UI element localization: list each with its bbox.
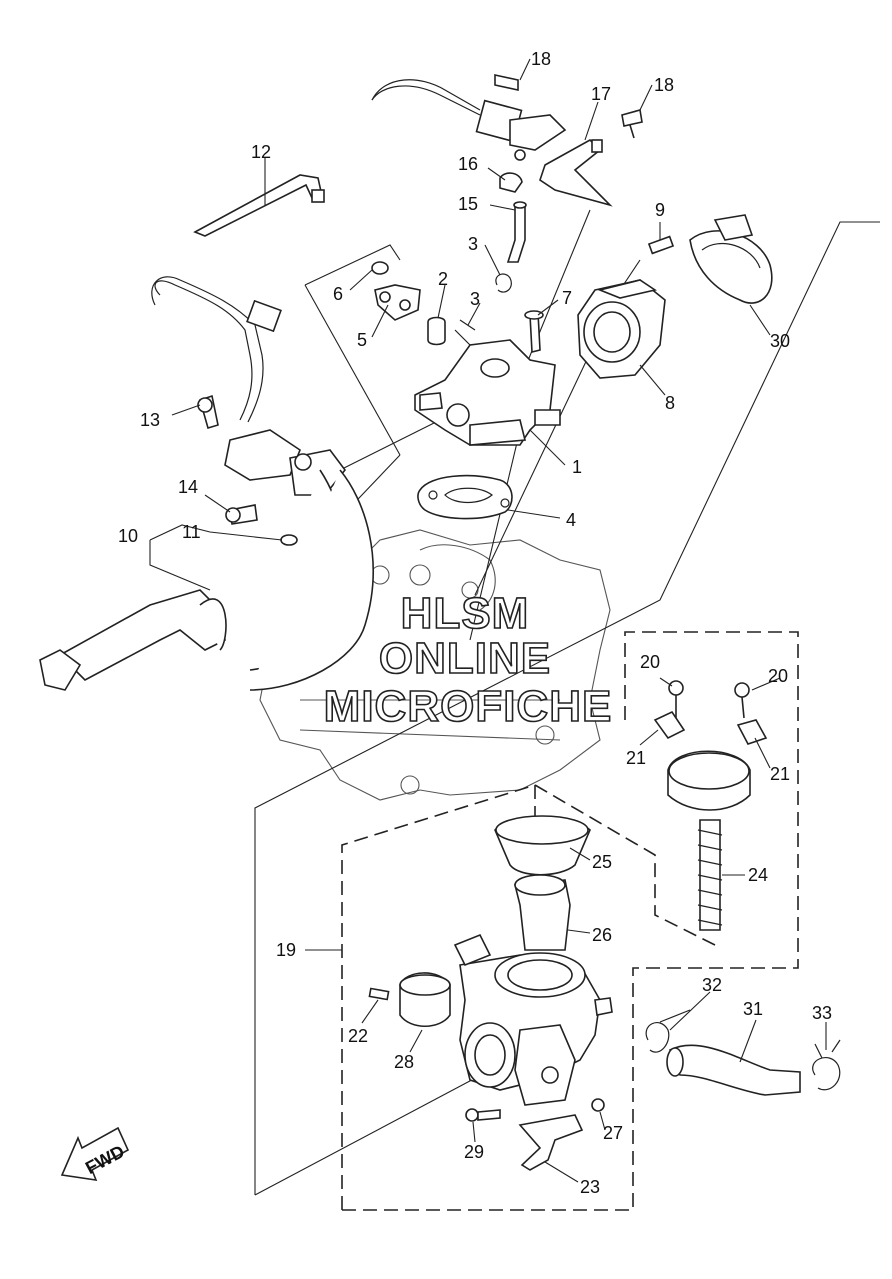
callout-23: 23: [580, 1177, 600, 1197]
watermark: HLSM ONLINE MICROFICHE: [323, 588, 613, 732]
callout-3: 3: [470, 289, 480, 309]
callout-18: 18: [531, 49, 551, 69]
callout-11: 11: [182, 522, 201, 542]
cable-tie: [193, 174, 325, 237]
callout-21: 21: [770, 764, 790, 784]
diaphragm-parts: [494, 680, 768, 951]
callout-4: 4: [566, 510, 576, 530]
callout-5: 5: [357, 330, 367, 350]
callout-27: 27: [603, 1123, 623, 1143]
callout-31: 31: [743, 999, 763, 1019]
callout-20: 20: [768, 666, 788, 686]
gasket: [417, 474, 513, 520]
callout-20: 20: [640, 652, 660, 672]
callout-19: 19: [276, 940, 296, 960]
callout-24: 24: [748, 865, 768, 885]
callout-leaders: [149, 58, 827, 1183]
callout-15: 15: [458, 194, 478, 214]
callout-12: 12: [251, 142, 271, 162]
callout-33: 33: [812, 1003, 832, 1023]
watermark-line-3: MICROFICHE: [324, 682, 613, 731]
callout-22: 22: [348, 1026, 368, 1046]
vacuum-hose: [454, 201, 527, 346]
throttle-body: [368, 933, 613, 1171]
callout-13: 13: [140, 410, 160, 430]
callout-2: 2: [438, 269, 448, 289]
intake-manifold: [371, 261, 561, 446]
callout-17: 17: [591, 84, 611, 104]
callout-18: 18: [654, 75, 674, 95]
callout-labels: 1 2 3 3 4 5 6 7 8 9 10 11 12 13 14 15 16…: [118, 49, 832, 1197]
callout-14: 14: [178, 477, 198, 497]
callout-28: 28: [394, 1052, 414, 1072]
callout-7: 7: [562, 288, 572, 308]
callout-3: 3: [468, 234, 478, 254]
callout-10: 10: [118, 526, 138, 546]
callout-21: 21: [626, 748, 646, 768]
water-hose: [645, 1009, 841, 1096]
callout-32: 32: [702, 975, 722, 995]
callout-9: 9: [655, 200, 665, 220]
watermark-line-2: ONLINE: [379, 634, 551, 683]
fwd-arrow-icon: FWD: [60, 1126, 130, 1181]
callout-8: 8: [665, 393, 675, 413]
callout-29: 29: [464, 1142, 484, 1162]
callout-16: 16: [458, 154, 478, 174]
sensor-assembly: [371, 74, 643, 207]
callout-6: 6: [333, 284, 343, 304]
watermark-line-1: HLSM: [401, 589, 530, 638]
callout-26: 26: [592, 925, 612, 945]
harness-and-hoses: [39, 276, 374, 691]
intake-joint: [577, 214, 773, 379]
callout-25: 25: [592, 852, 612, 872]
callout-30: 30: [770, 331, 790, 351]
callout-1: 1: [572, 457, 582, 477]
